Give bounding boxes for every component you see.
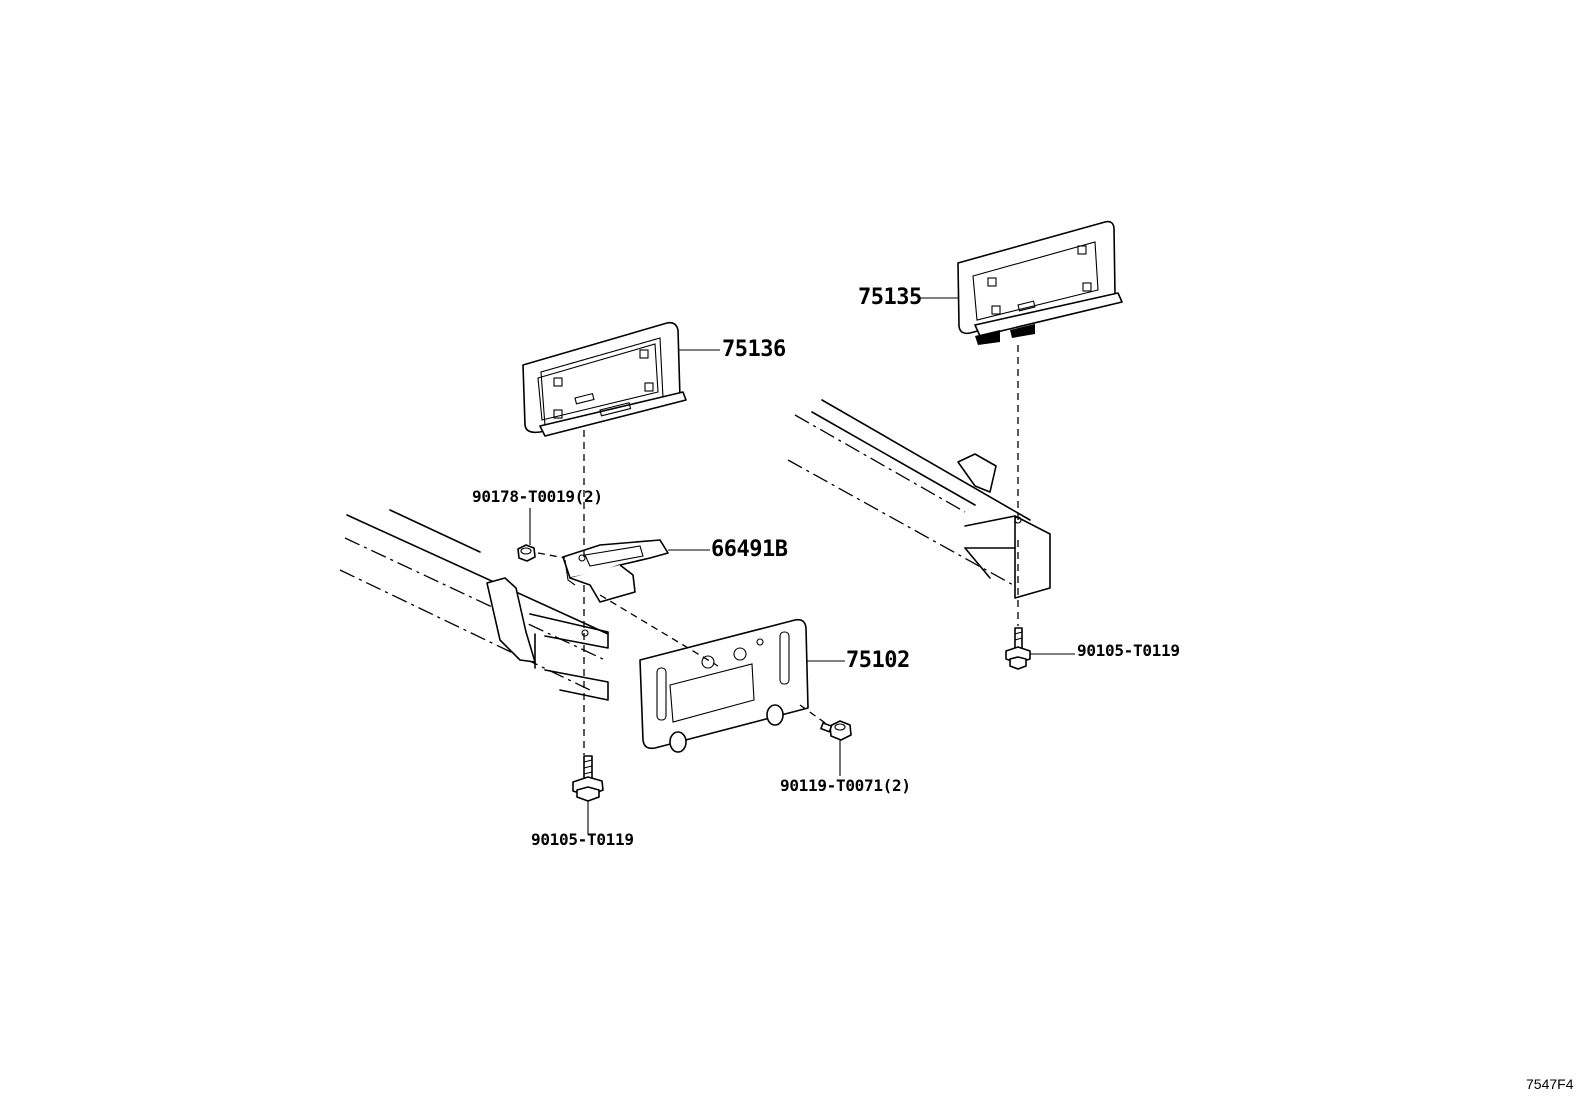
plate-frame-75135 <box>957 220 1123 345</box>
bolt-90105-left <box>572 755 604 802</box>
assembly-lines <box>537 345 1019 755</box>
part-label-66491B[interactable]: 66491B <box>711 537 788 562</box>
part-label-90178-T0019[interactable]: 90178-T0019(2) <box>472 487 603 506</box>
part-label-90105-T0119-right[interactable]: 90105-T0119 <box>1077 641 1180 660</box>
plate-frame-75136 <box>522 321 687 437</box>
nut-90178 <box>517 544 536 562</box>
bolt-90119 <box>820 720 852 741</box>
bracket-66491B <box>562 539 669 603</box>
part-label-75135[interactable]: 75135 <box>858 285 922 310</box>
part-label-75136[interactable]: 75136 <box>722 337 786 362</box>
diagram-code: 7547F4 <box>1526 1076 1574 1092</box>
leader-lines <box>529 297 1075 834</box>
plate-bracket-75102 <box>639 618 809 753</box>
left-bumper-rail <box>339 509 609 701</box>
bolt-90105-right <box>1005 627 1031 670</box>
right-bumper-rail <box>787 399 1051 599</box>
part-label-75102[interactable]: 75102 <box>846 648 910 673</box>
part-label-90119-T0071[interactable]: 90119-T0071(2) <box>780 776 911 795</box>
part-label-90105-T0119-left[interactable]: 90105-T0119 <box>531 830 634 849</box>
